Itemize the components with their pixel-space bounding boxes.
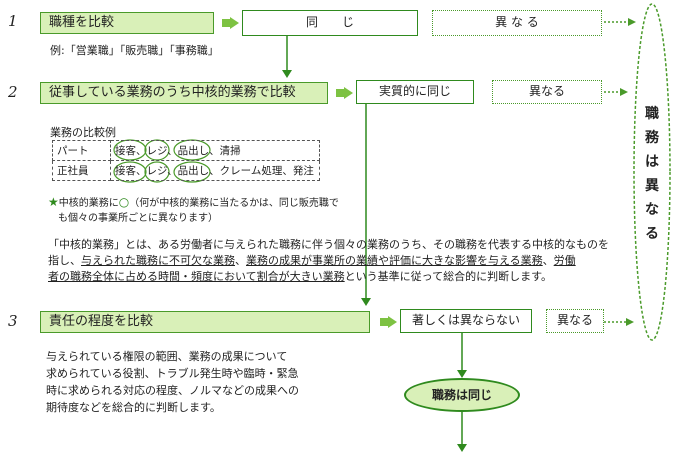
arrowhead-same1-down [282, 70, 292, 78]
result-diff-ellipse [633, 3, 671, 341]
comparison-table: パート 接客、レジ、品出し、清掃 正社員 接客、レジ、品出し、クレーム処理、発注 [52, 140, 320, 181]
step-number: 2 [8, 83, 18, 101]
definition-line3: 者の職務全体に占める時間・頻度において割合が大きい業務という基準に従って総合的に… [48, 270, 553, 283]
result-same-box: 実質的に同じ [356, 80, 474, 104]
row-content: 接客、レジ、品出し、クレーム処理、発注 [110, 160, 320, 181]
result-same-box: 同 じ [242, 10, 418, 36]
table-row: 正社員 接客、レジ、品出し、クレーム処理、発注 [52, 160, 320, 181]
definition-line2: 指し、与えられた職務に不可欠な業務、業務の成果が事業所の業績や評価に大きな影響を… [48, 254, 576, 267]
result-same-box: 著しくは異ならない [400, 309, 532, 333]
step1-example: 例:「営業職」「販売職」「事務職」 [50, 44, 219, 57]
green-arrow-icon [388, 316, 397, 328]
result-diff-box: 異 な る [432, 10, 602, 36]
arrowhead-result-down [457, 444, 467, 452]
responsibility-text: 与えられている権限の範囲、業務の成果について 求められている役割、トラブル発生時… [46, 350, 299, 414]
core-note-text: （何が中核的業務に当たるかは、同じ販売職で [129, 198, 339, 209]
dotted-arrowhead-2 [620, 88, 628, 96]
row-label: 正社員 [52, 160, 111, 181]
green-arrow-icon [230, 17, 239, 29]
green-arrow-shaft [380, 318, 388, 326]
result-diff-box: 異なる [546, 309, 604, 333]
green-arrow-shaft [336, 89, 344, 97]
step-label: 職種を比較 [40, 12, 214, 34]
step-label: 従事している業務のうち中核的業務で比較 [40, 82, 328, 104]
arrowhead-same2-down [361, 298, 371, 306]
core-note-text: 中核的業務に [58, 198, 119, 209]
green-arrow-icon [344, 87, 353, 99]
row-label: パート [52, 140, 111, 161]
circle-icon: ○ [118, 195, 130, 209]
result-diff-box: 異なる [492, 80, 602, 104]
step-label: 責任の程度を比較 [40, 311, 370, 333]
step-number: 1 [8, 12, 18, 30]
arrowhead-same3-down [457, 370, 467, 378]
row-content: 接客、レジ、品出し、清掃 [110, 140, 320, 161]
dotted-arrowhead-3 [626, 318, 634, 326]
dotted-arrowhead-1 [628, 18, 636, 26]
green-arrow-shaft [222, 19, 230, 27]
result-diff-text: 職 務 は 異 な る [645, 106, 659, 242]
comparison-title: 業務の比較例 [50, 126, 116, 139]
core-note-line2: も個々の事業所ごとに異なります） [58, 213, 218, 224]
star-icon: ★ [48, 195, 59, 209]
result-same-pill: 職務は同じ [404, 378, 520, 412]
step-number: 3 [8, 312, 18, 330]
core-note-line1: ★中核的業務に○（何が中核的業務に当たるかは、同じ販売職で [48, 194, 339, 209]
table-row: パート 接客、レジ、品出し、清掃 [52, 140, 320, 161]
definition-line1: 「中核的業務」とは、ある労働者に与えられた職務に伴う個々の業務のうち、その職務を… [48, 238, 609, 251]
